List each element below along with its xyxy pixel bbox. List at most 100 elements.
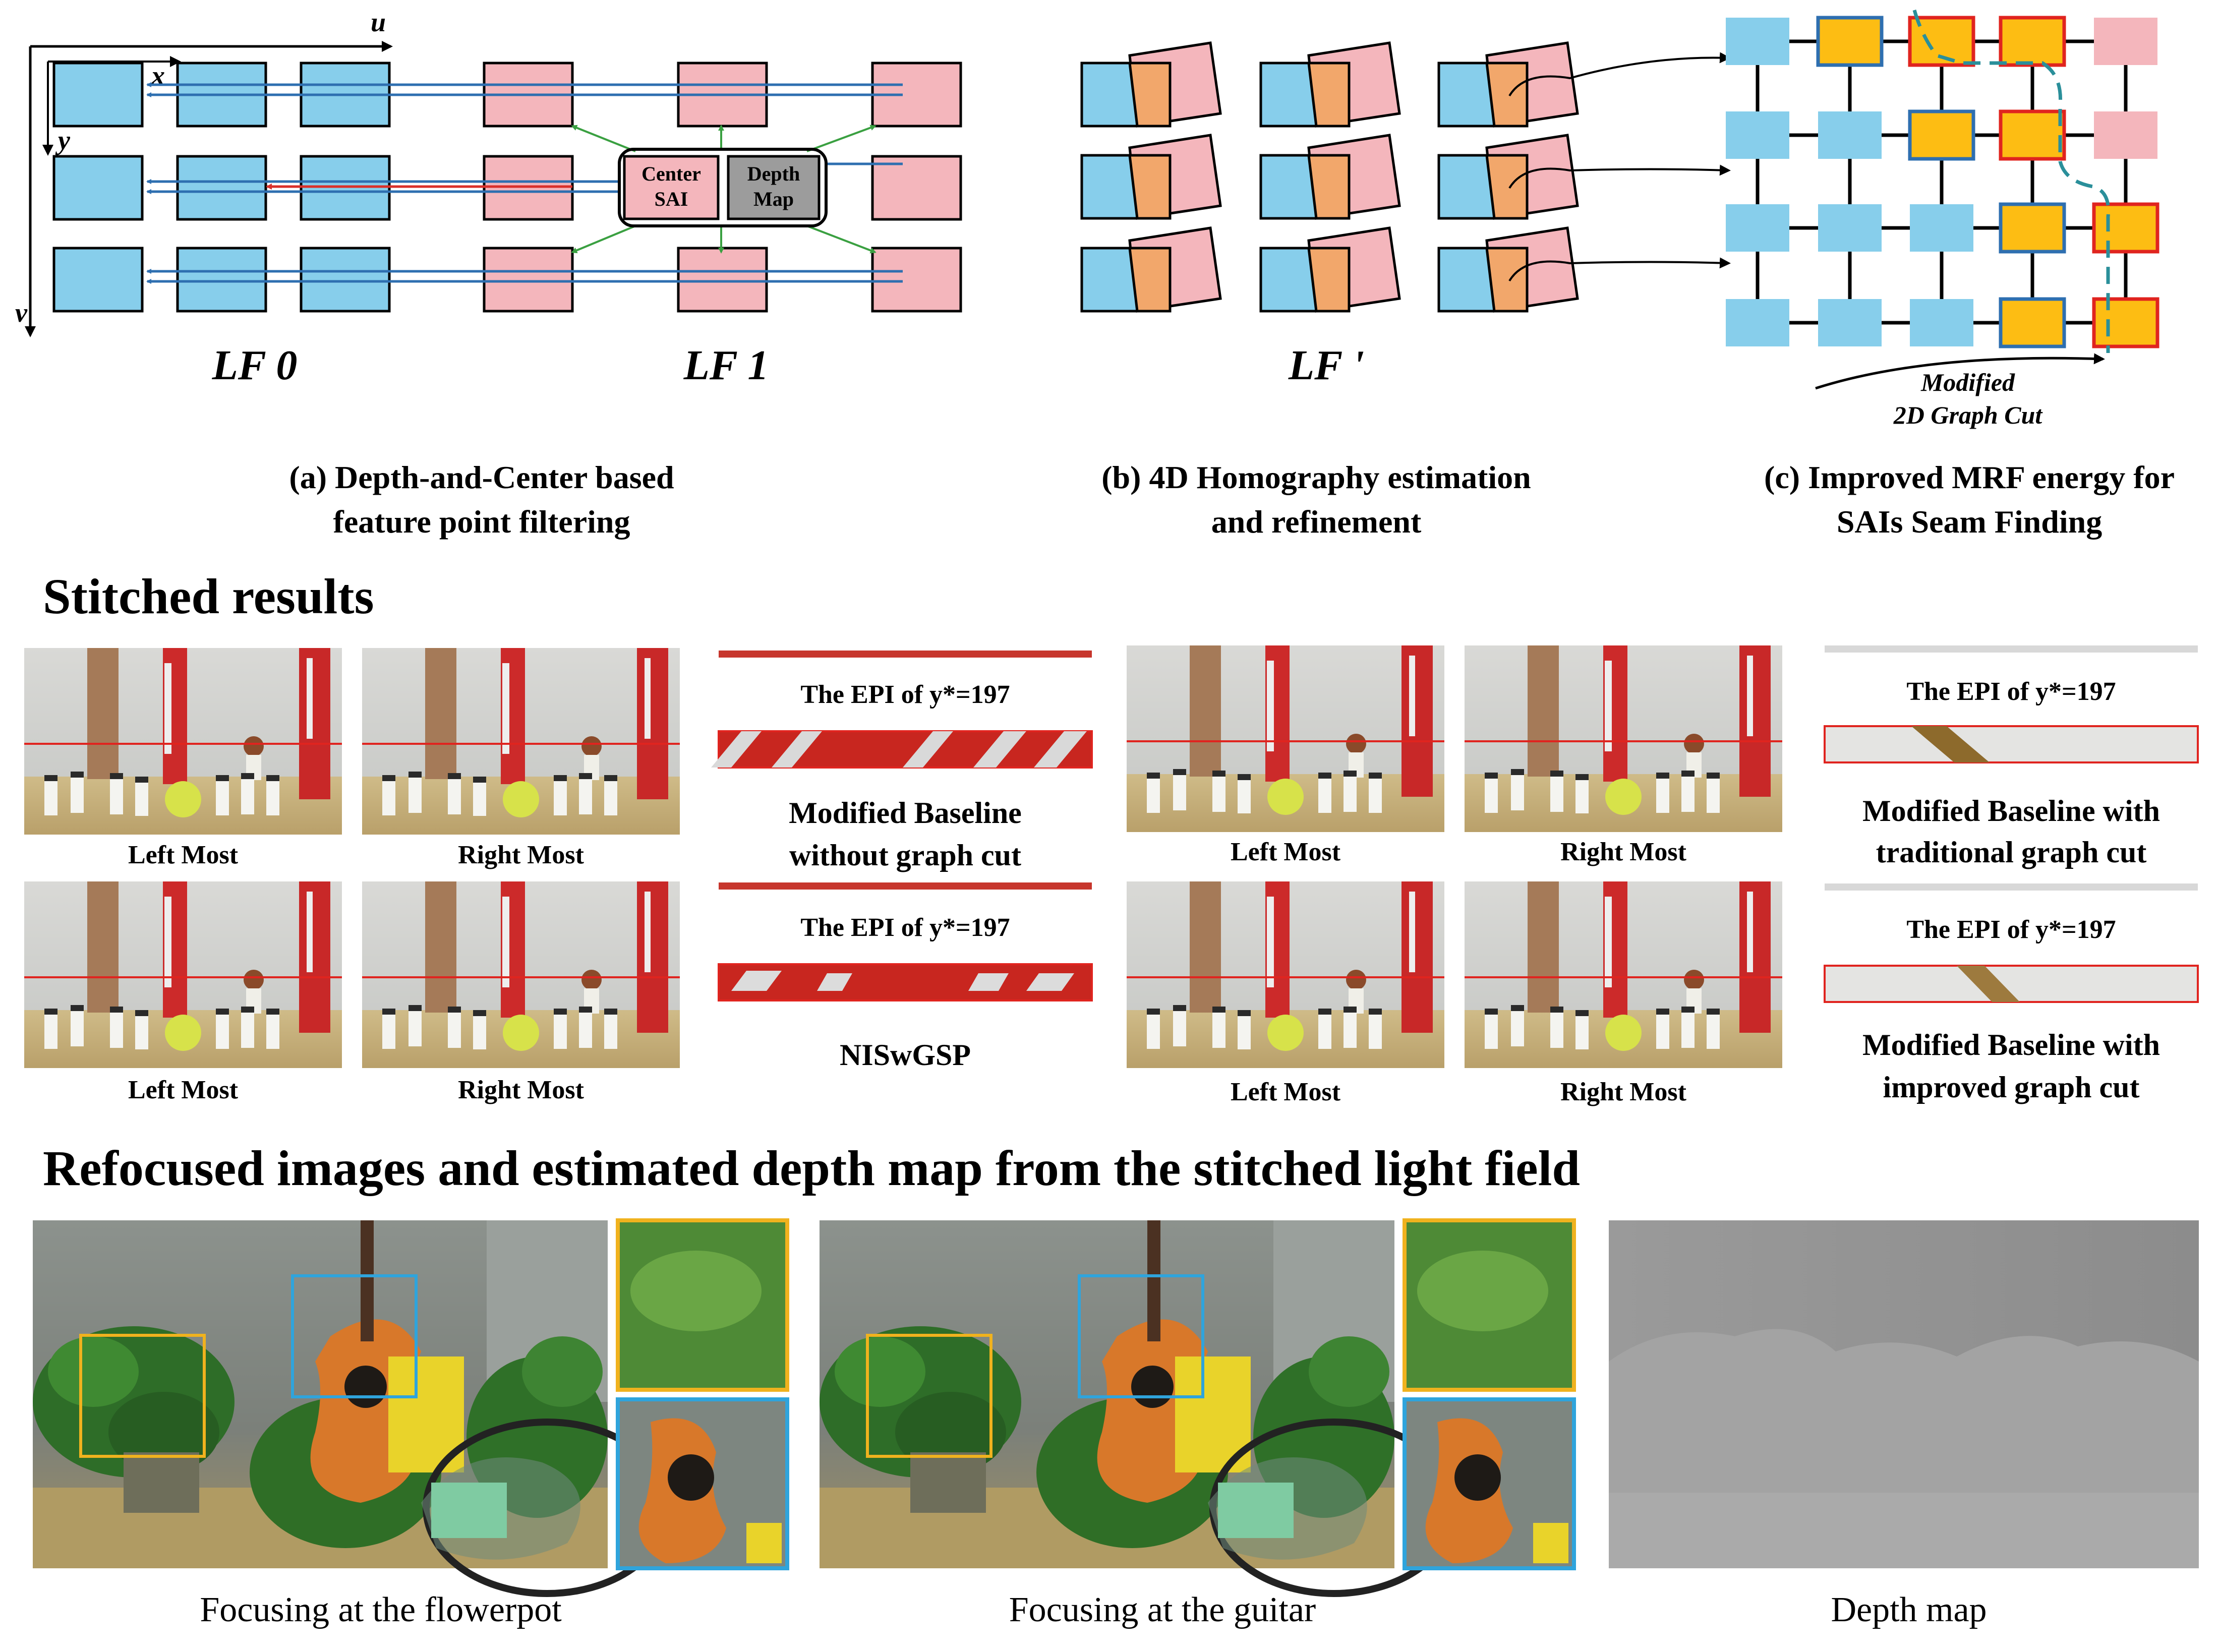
caption-a-line1: (a) Depth-and-Center based: [289, 459, 674, 495]
overlap-region: [1128, 62, 1172, 128]
zoom-flowerpot: [616, 1218, 789, 1392]
method-label-2: improved graph cut: [1883, 1071, 2140, 1104]
right-most-label: Right Most: [1560, 838, 1687, 866]
center-arrow: [571, 225, 636, 254]
mrf-node: [2094, 18, 2157, 65]
lf1-label: LF 1: [683, 342, 769, 389]
center-arrow: [806, 225, 877, 254]
right-most-label: Right Most: [458, 841, 585, 869]
lf0-sai: [52, 247, 144, 313]
depth-map-box: [727, 155, 821, 220]
lf1-sai: [871, 247, 962, 313]
refocus-results: Focusing at the flowerpot Focusing at th…: [33, 1220, 2199, 1629]
overlap-region: [1485, 247, 1529, 313]
caption-b-line1: (b) 4D Homography estimation: [1101, 459, 1531, 495]
mrf-node: [1908, 109, 1975, 161]
zoom-guitar: [1403, 1397, 1576, 1570]
right-most-label: Right Most: [458, 1076, 585, 1104]
stitched-results: Left Most Right Most Left Most Right Mos…: [23, 644, 2199, 1106]
graph-cut-arrow: [1815, 353, 2105, 390]
stitched-results-title: Stitched results: [43, 568, 374, 624]
overlap-region: [1307, 154, 1351, 220]
mrf-node: [2092, 202, 2159, 254]
diagram-c: Modified 2D Graph Cut (c) Improved MRF e…: [1726, 10, 2175, 540]
focus-box-guitar: [291, 1274, 418, 1398]
lf1-sai: [871, 155, 962, 221]
mrf-node: [1910, 299, 1973, 346]
mrf-node: [1999, 109, 2066, 161]
v-axis-label: v: [15, 298, 28, 328]
lf0-sai: [300, 247, 391, 313]
method-label-2: traditional graph cut: [1876, 836, 2147, 869]
mrf-node: [1818, 204, 1882, 252]
u-axis-label: u: [371, 7, 386, 37]
center-sai-label: Center: [641, 162, 701, 185]
center-depth-group: [618, 148, 828, 227]
mrf-node: [1726, 299, 1789, 346]
caption-a-line2: feature point filtering: [333, 504, 630, 540]
epi-block-1: The EPI of y*=197 Modified Baseline with…: [711, 651, 1093, 872]
caption-b-line2: and refinement: [1211, 504, 1422, 540]
method-label: NISwGSP: [840, 1038, 971, 1072]
overlap-region: [1307, 62, 1351, 128]
zoom-flowerpot: [1403, 1218, 1576, 1392]
center-arrow: [571, 125, 636, 152]
lf0-label: LF 0: [212, 342, 298, 389]
method-label: Modified Baseline with: [1862, 794, 2160, 828]
focus-box-flowerpot: [79, 1334, 206, 1458]
overlap-region: [1307, 247, 1351, 313]
caption-flowerpot: Focusing at the flowerpot: [200, 1590, 562, 1629]
depth-map-label: Depth: [747, 162, 800, 185]
refocus-title: Refocused images and estimated depth map…: [43, 1140, 1580, 1196]
epi-block-3: The EPI of y*=197 Modified Baseline with…: [1824, 645, 2199, 869]
center-arrow: [806, 125, 877, 152]
mrf-node: [1999, 202, 2066, 254]
depth-map-image: [1609, 1220, 2199, 1568]
overlap-region: [1128, 247, 1172, 313]
mrf-node: [1910, 204, 1973, 252]
epi-title: The EPI of y*=197: [800, 913, 1010, 942]
lf1-sai: [677, 247, 768, 313]
lf0-sai: [52, 62, 144, 128]
epi-title: The EPI of y*=197: [800, 680, 1010, 709]
diagram-b: LF ' (b) 4D Homography estimation and re…: [1080, 41, 1731, 540]
focus-box-flowerpot: [866, 1334, 992, 1458]
mrf-node: [1818, 111, 1882, 159]
overlap-region: [1128, 154, 1172, 220]
mrf-node: [1999, 16, 2066, 67]
left-most-label: Left Most: [1231, 838, 1341, 866]
caption-guitar: Focusing at the guitar: [1009, 1590, 1316, 1629]
caption-c-line2: SAIs Seam Finding: [1837, 504, 2102, 540]
overlap-region: [1485, 62, 1529, 128]
mrf-node: [1726, 204, 1789, 252]
epi-title: The EPI of y*=197: [1906, 677, 2116, 706]
mrf-node: [1726, 111, 1789, 159]
graph-cut-label-2: 2D Graph Cut: [1893, 401, 2043, 429]
method-label: Modified Baseline: [789, 796, 1022, 830]
mapping-arrow: [1508, 164, 1731, 189]
center-sai-box: [623, 155, 720, 220]
lf1-sai: [483, 247, 574, 313]
lf0-sai: [176, 155, 267, 221]
center-sai-label-2: SAI: [655, 188, 688, 210]
mapping-arrow: [1508, 52, 1731, 97]
method-label-2: without graph cut: [789, 839, 1021, 872]
depth-map-label-2: Map: [753, 188, 794, 210]
x-axis-label: x: [151, 61, 165, 91]
mrf-node: [1726, 18, 1789, 65]
seam-line: [1912, 10, 2111, 353]
caption-c-line1: (c) Improved MRF energy for: [1764, 459, 2175, 495]
left-most-label: Left Most: [1231, 1078, 1341, 1106]
method-label: Modified Baseline with: [1862, 1028, 2160, 1061]
lf0-sai: [52, 155, 144, 221]
mrf-node: [2092, 297, 2159, 348]
epi-title: The EPI of y*=197: [1906, 915, 2116, 944]
overlap-region: [1485, 154, 1529, 220]
left-most-label: Left Most: [128, 841, 239, 869]
left-most-label: Left Most: [128, 1076, 239, 1104]
mrf-node: [1816, 16, 1884, 67]
lf0-sai: [176, 247, 267, 313]
epi-block-2: The EPI of y*=197 NISwGSP: [718, 882, 1093, 1072]
zoom-guitar: [616, 1397, 789, 1570]
